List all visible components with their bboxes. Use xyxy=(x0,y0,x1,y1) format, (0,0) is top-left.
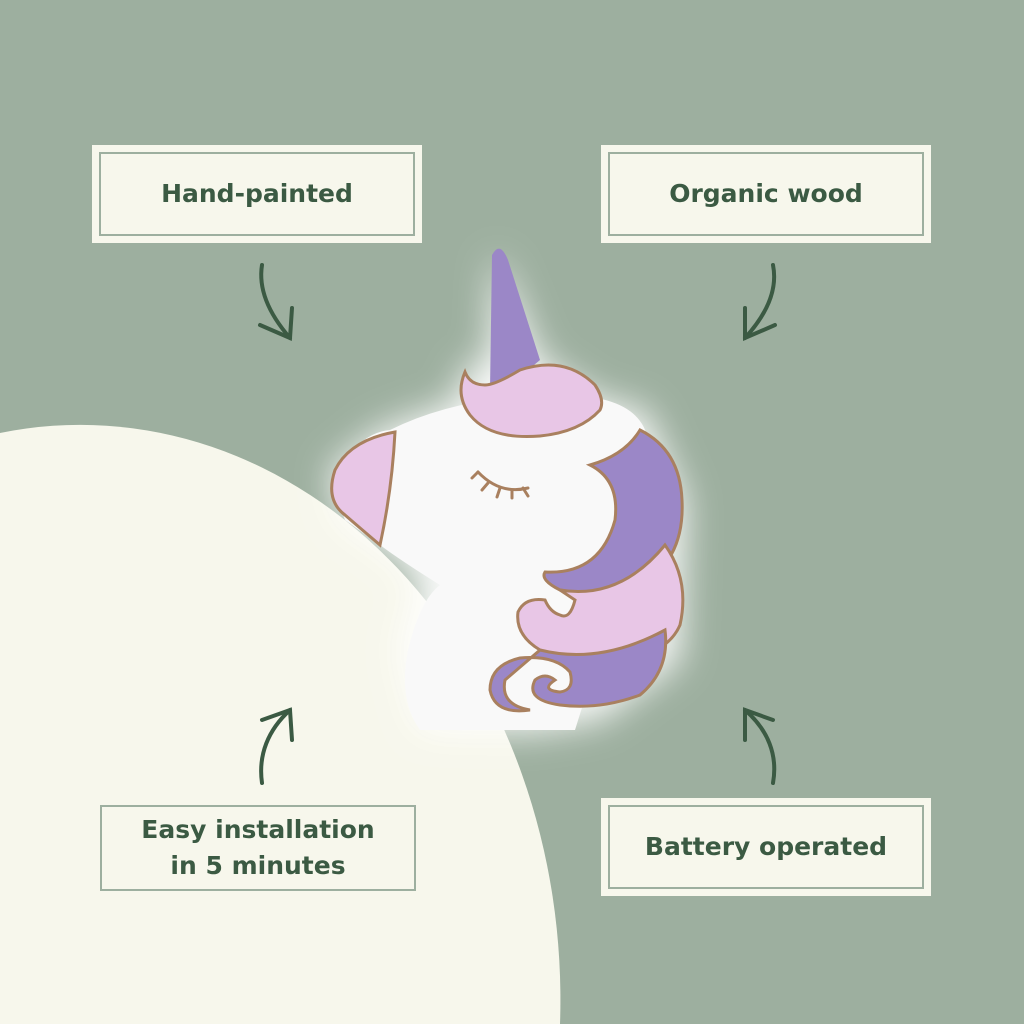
feature-label: Battery operated xyxy=(644,832,888,861)
unicorn-lamp-image xyxy=(330,248,685,732)
arrow-up-right-icon xyxy=(743,707,777,785)
feature-easy-installation: Easy installation in 5 minutes xyxy=(100,805,416,891)
arrow-down-left-icon xyxy=(258,263,294,341)
feature-label: Organic wood xyxy=(669,179,863,208)
feature-label: Hand-painted xyxy=(161,179,353,208)
arrow-down-right-icon xyxy=(743,263,777,342)
feature-label-line1: Easy installation xyxy=(141,815,375,844)
feature-label-line2: in 5 minutes xyxy=(170,851,346,880)
arrow-up-left-icon xyxy=(259,707,294,785)
closed-eye-icon xyxy=(470,470,530,500)
feature-hand-painted: Hand-painted xyxy=(92,145,422,243)
feature-organic-wood: Organic wood xyxy=(601,145,931,243)
feature-battery-operated: Battery operated xyxy=(601,798,931,896)
